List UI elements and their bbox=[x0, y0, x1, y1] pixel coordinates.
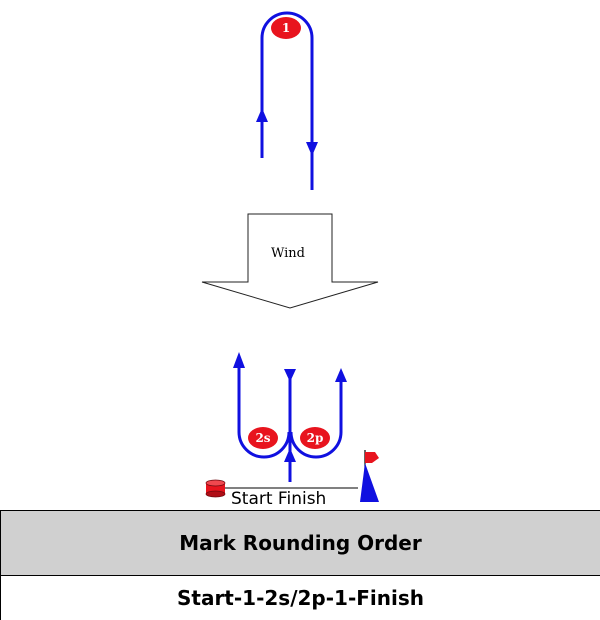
start-finish-label: Start Finish bbox=[231, 489, 326, 509]
table-header-row: Mark Rounding Order bbox=[1, 511, 600, 576]
arrow-down-center-icon bbox=[284, 369, 296, 382]
committee-boat-icon bbox=[360, 450, 379, 502]
arrow-up-icon bbox=[256, 108, 268, 122]
table-row: Start-1-2s/2p-1-Finish bbox=[1, 576, 600, 620]
rounding-order-header: Mark Rounding Order bbox=[1, 511, 600, 576]
mark-1-label: 1 bbox=[282, 21, 290, 35]
mark-2s: 2s bbox=[248, 427, 278, 449]
arrow-up-left-icon bbox=[233, 352, 245, 368]
course-diagram: 1 Wind 2s 2p Start Finish bbox=[0, 0, 600, 510]
mark-1: 1 bbox=[271, 17, 301, 39]
wind-arrow: Wind bbox=[202, 214, 378, 308]
arrow-down-icon bbox=[306, 142, 318, 156]
arrow-up-right-icon bbox=[335, 368, 347, 382]
wind-label: Wind bbox=[271, 246, 305, 261]
pin-buoy-icon bbox=[206, 480, 225, 497]
mark-2p: 2p bbox=[300, 427, 330, 449]
rounding-order-table: Mark Rounding Order Start-1-2s/2p-1-Fini… bbox=[0, 510, 600, 620]
mark-2s-label: 2s bbox=[255, 431, 270, 445]
mark-2p-label: 2p bbox=[307, 431, 324, 445]
course-line-upper bbox=[262, 13, 312, 190]
arrow-up-center-icon bbox=[284, 448, 296, 462]
rounding-order-value: Start-1-2s/2p-1-Finish bbox=[1, 576, 600, 620]
